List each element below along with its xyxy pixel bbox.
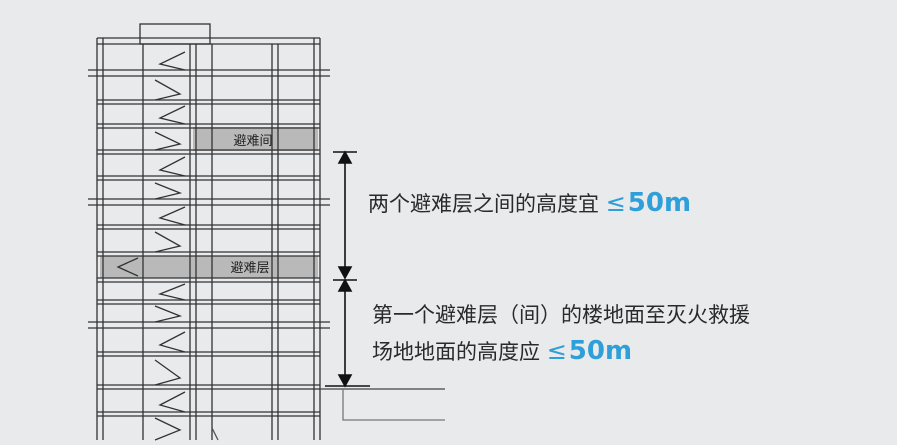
dimension-lines	[325, 150, 370, 388]
annotation-2-text-line2: 场地地面的高度应	[372, 340, 540, 364]
annotation-between-refuge-floors: 两个避难层之间的高度宜 ≤50m	[368, 190, 691, 217]
building-columns	[96, 38, 321, 440]
refuge-room-label: 避难间	[233, 133, 272, 148]
refuge-floor-band	[100, 256, 318, 278]
roof-penthouse	[139, 23, 211, 45]
staircase	[116, 51, 186, 441]
annotation-2-text-line1: 第一个避难层（间）的楼地面至灭火救援	[372, 303, 750, 327]
annotation-first-refuge-floor-line2: 场地地面的高度应 ≤50m	[372, 338, 632, 365]
floor-slabs	[88, 69, 330, 417]
annotation-1-text: 两个避难层之间的高度宜	[368, 192, 599, 216]
refuge-room-band	[193, 127, 318, 151]
basement-edge	[342, 389, 445, 421]
annotation-first-refuge-floor-line1: 第一个避难层（间）的楼地面至灭火救援	[372, 302, 750, 328]
annotation-2-limit: ≤50m	[546, 336, 633, 366]
refuge-floor-label: 避难层	[230, 260, 269, 275]
annotation-1-limit: ≤50m	[605, 188, 692, 218]
